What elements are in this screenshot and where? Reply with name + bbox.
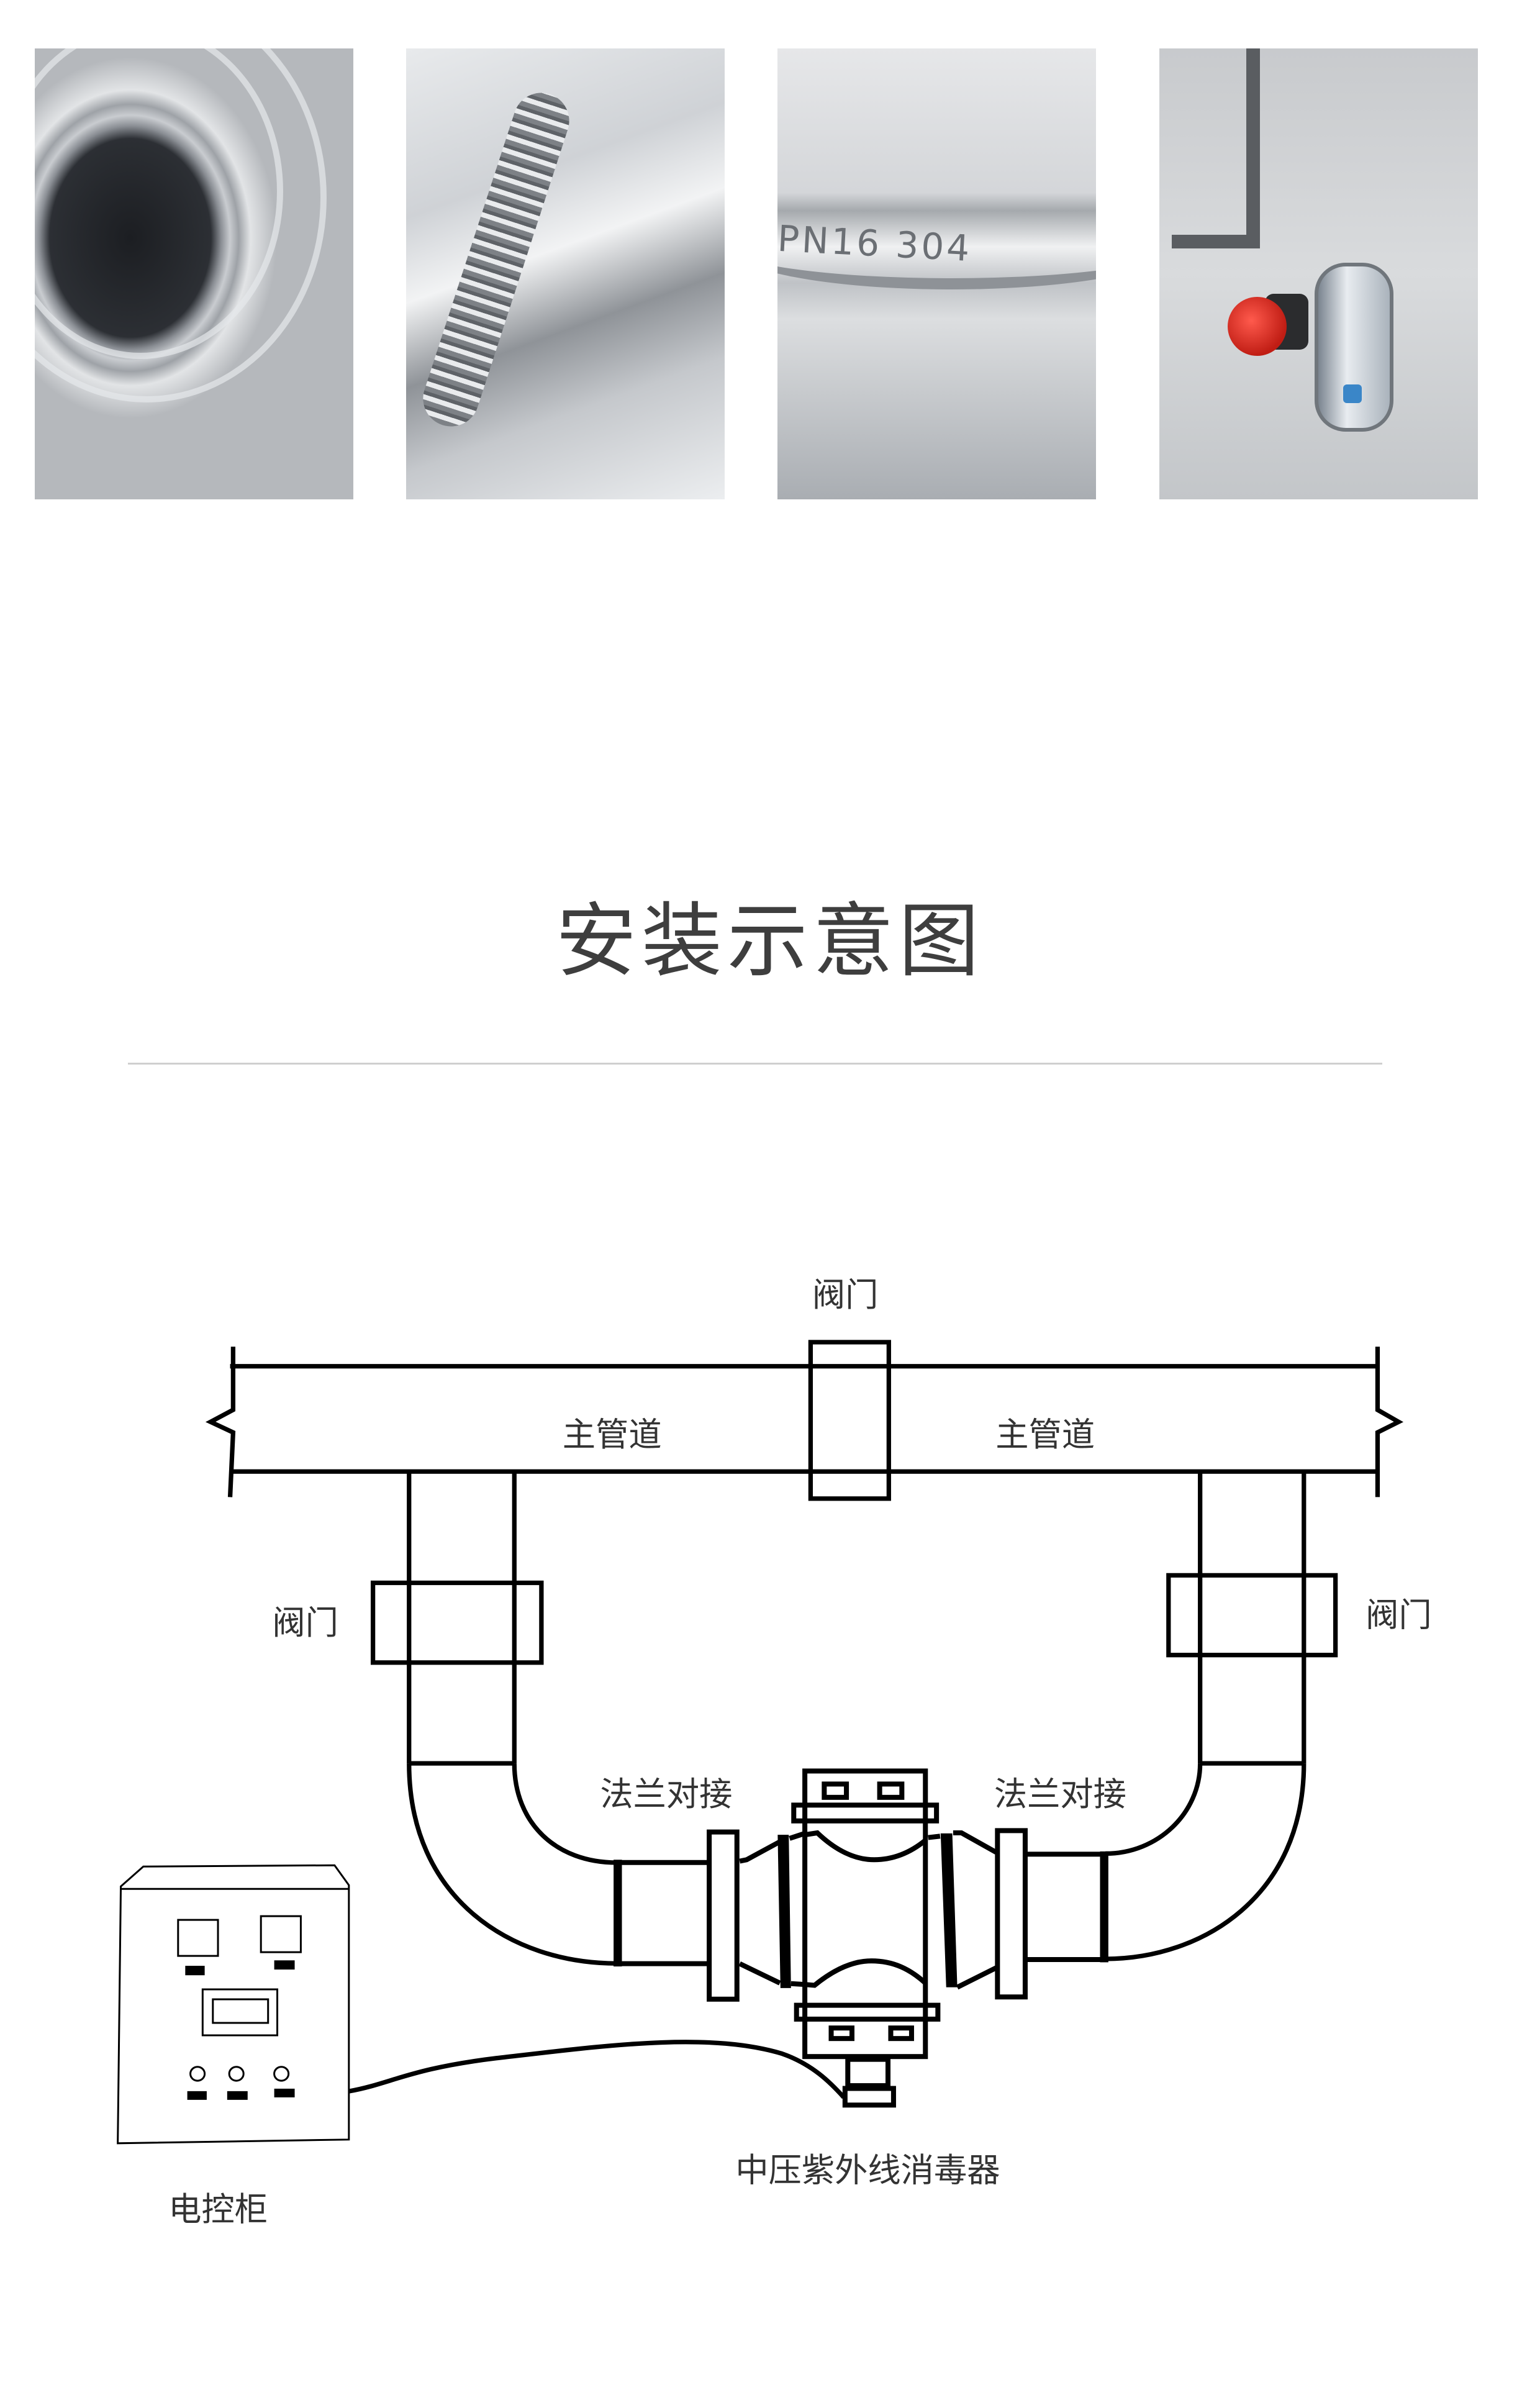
valve-left-label: 阀门 bbox=[272, 1604, 338, 1642]
valve-top bbox=[808, 1340, 891, 1501]
meter-left bbox=[178, 1920, 218, 1956]
meter-right bbox=[261, 1916, 301, 1952]
valve-right bbox=[1166, 1573, 1338, 1658]
valve-left bbox=[370, 1580, 544, 1665]
divider bbox=[128, 1063, 1382, 1065]
main-pipe bbox=[205, 1347, 1404, 1497]
photo-flange: PN16 304 bbox=[777, 48, 1096, 499]
right-branch-pipe bbox=[1105, 1471, 1307, 1961]
sterilizer-label: 中压紫外线消毒器 bbox=[735, 2151, 1000, 2189]
uv-sterilizer-assembly bbox=[614, 1768, 1108, 2108]
flange-label-right: 法兰对接 bbox=[994, 1775, 1126, 1814]
valve-right-label: 阀门 bbox=[1366, 1596, 1432, 1635]
cable bbox=[348, 2040, 846, 2099]
photo-pipe-weld bbox=[406, 48, 725, 499]
section-title: 安装示意图 bbox=[555, 894, 984, 988]
main-pipe-label-left: 主管道 bbox=[563, 1415, 662, 1454]
lock-icon bbox=[1315, 263, 1393, 432]
flange-left bbox=[707, 1829, 740, 2002]
photo-pipe-interior bbox=[35, 48, 353, 499]
control-cabinet bbox=[118, 1865, 349, 2143]
valve-top-label: 阀门 bbox=[812, 1276, 879, 1314]
emergency-stop-icon bbox=[1228, 297, 1287, 356]
cabinet-display bbox=[202, 1989, 277, 2035]
flange-label-left: 法兰对接 bbox=[600, 1775, 732, 1814]
cabinet-label: 电控柜 bbox=[168, 2190, 268, 2228]
sterilizer-body bbox=[802, 1768, 928, 2060]
flange-right bbox=[995, 1828, 1028, 2000]
photo-control-cabinet bbox=[1159, 48, 1478, 499]
left-branch-pipe bbox=[407, 1471, 617, 1966]
main-pipe-label-right: 主管道 bbox=[995, 1415, 1095, 1454]
